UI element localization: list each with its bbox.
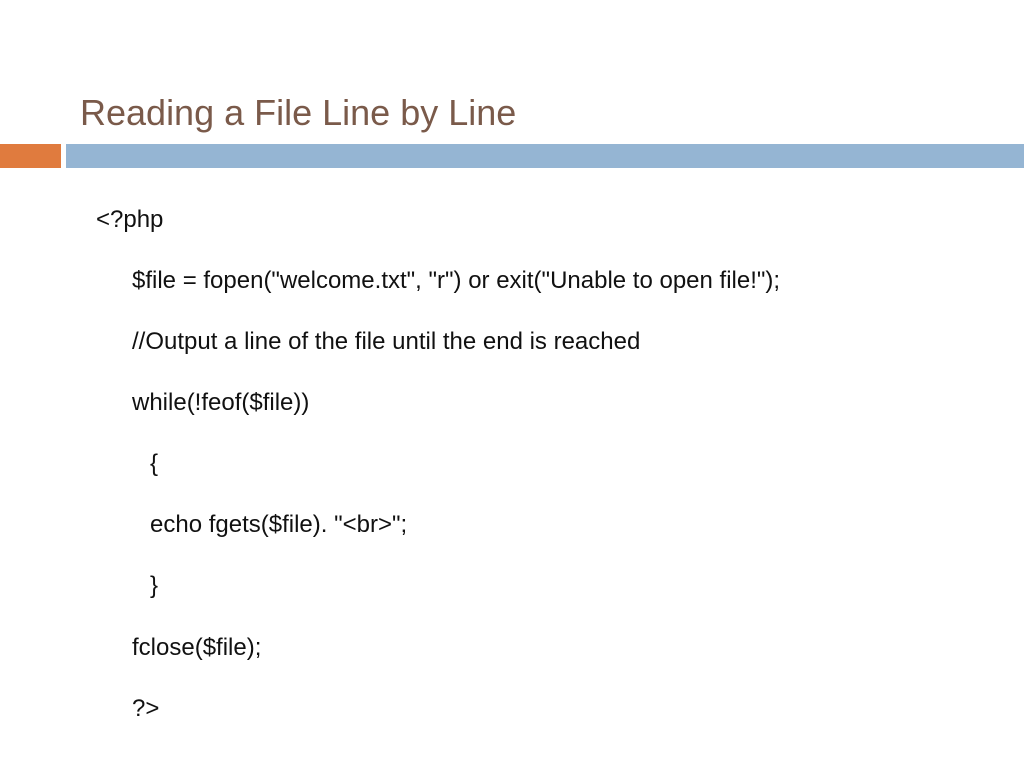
accent-bar-blue	[66, 144, 1024, 168]
code-line-echo: echo fgets($file). "<br>";	[150, 511, 408, 538]
code-line-close-brace: }	[150, 572, 159, 599]
code-line-php-close: ?>	[132, 695, 160, 722]
code-line-fclose: fclose($file);	[132, 634, 262, 661]
slide-title: Reading a File Line by Line	[80, 92, 517, 133]
accent-bar-orange	[0, 144, 61, 168]
code-line-php-open: <?php	[96, 206, 164, 233]
code-line-fopen: $file = fopen("welcome.txt", "r") or exi…	[132, 267, 781, 294]
code-line-open-brace: {	[150, 450, 159, 477]
code-line-while: while(!feof($file))	[132, 389, 310, 416]
code-line-comment: //Output a line of the file until the en…	[132, 328, 641, 355]
